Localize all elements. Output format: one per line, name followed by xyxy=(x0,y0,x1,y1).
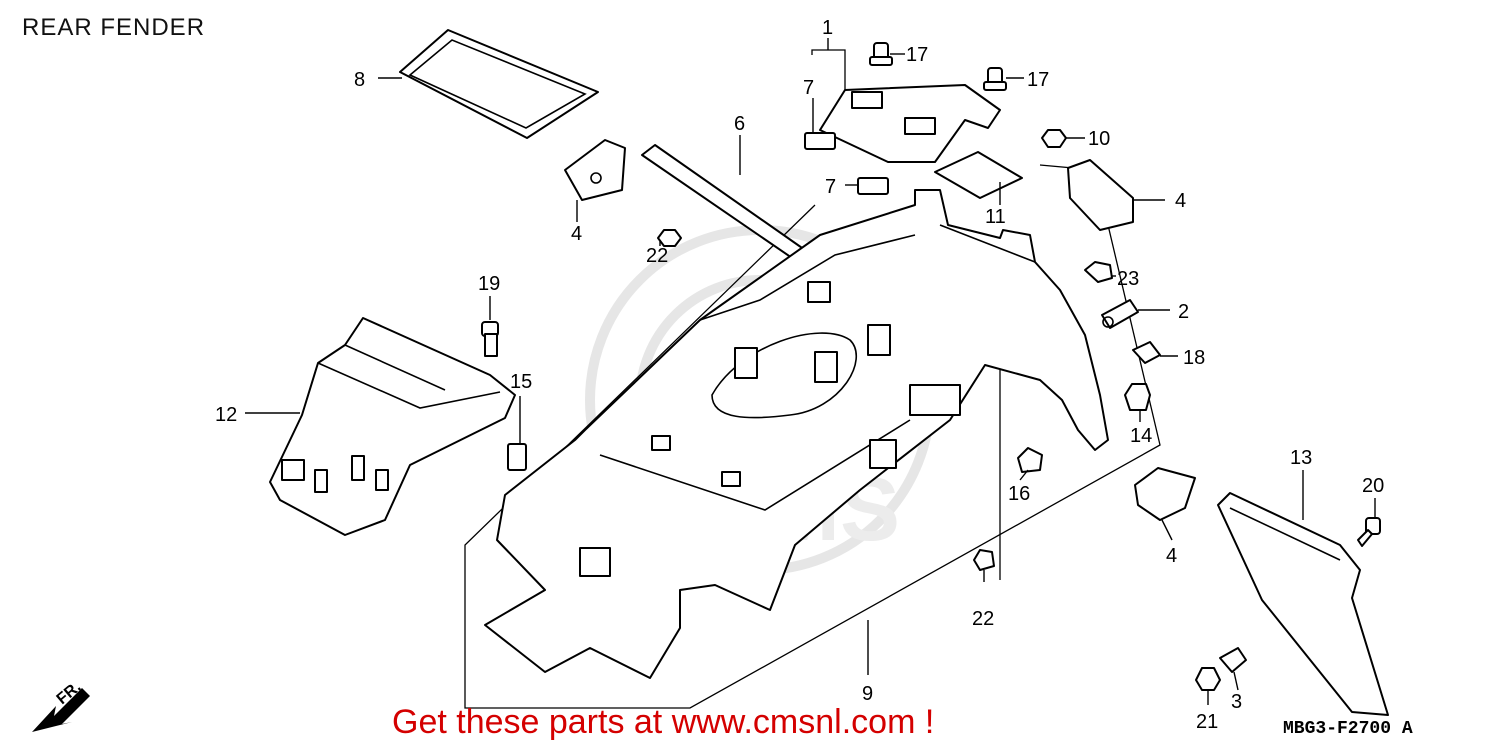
callout-19[interactable]: 19 xyxy=(478,273,500,295)
callout-12[interactable]: 12 xyxy=(215,404,237,426)
callout-16[interactable]: 16 xyxy=(1008,483,1030,505)
part-9-rear-fender[interactable] xyxy=(484,189,1109,679)
callout-6[interactable]: 6 xyxy=(734,113,745,135)
part-7-lower-pad[interactable] xyxy=(857,177,889,195)
callout-20[interactable]: 20 xyxy=(1362,475,1384,497)
part-8-mat[interactable] xyxy=(399,29,599,139)
callout-10[interactable]: 10 xyxy=(1088,128,1110,150)
part-10-nut[interactable] xyxy=(1041,129,1067,148)
drawing-code: MBG3-F2700 A xyxy=(1283,719,1413,739)
front-arrow-icon: FR. xyxy=(32,678,90,732)
part-7-upper-pad[interactable] xyxy=(804,132,836,150)
callout-11[interactable]: 11 xyxy=(985,206,1006,228)
part-18-clip[interactable] xyxy=(1132,341,1161,364)
part-14-nut[interactable] xyxy=(1124,383,1151,411)
callout-labels: 8 6 4 22 1 7 7 17 17 10 11 4 23 2 18 14 … xyxy=(215,17,1384,733)
callout-1[interactable]: 1 xyxy=(822,17,833,39)
part-4-right-reflector[interactable] xyxy=(1067,159,1134,231)
callout-22-top[interactable]: 22 xyxy=(646,245,668,267)
part-17-screw-a[interactable] xyxy=(869,42,893,66)
diagram-title: REAR FENDER xyxy=(22,14,206,41)
part-16-nut[interactable] xyxy=(1017,447,1043,473)
part-3-bolt[interactable] xyxy=(1219,647,1247,673)
callout-8[interactable]: 8 xyxy=(354,69,365,91)
part-2-clamp[interactable] xyxy=(1101,299,1139,329)
part-19-fastener[interactable] xyxy=(481,321,499,357)
callout-15[interactable]: 15 xyxy=(510,371,532,393)
leader-lines xyxy=(245,38,1376,705)
part-15-clip[interactable] xyxy=(507,443,527,471)
callout-14[interactable]: 14 xyxy=(1130,425,1152,447)
callout-17-b[interactable]: 17 xyxy=(1027,69,1049,91)
part-22-lower-nut[interactable] xyxy=(973,549,995,571)
callout-4-left[interactable]: 4 xyxy=(571,223,582,245)
part-21-nut[interactable] xyxy=(1195,667,1221,691)
promo-link[interactable]: Get these parts at www.cmsnl.com ! xyxy=(392,703,935,741)
callout-3[interactable]: 3 xyxy=(1231,691,1242,713)
callout-22-lower[interactable]: 22 xyxy=(972,608,994,630)
callout-7-lower[interactable]: 7 xyxy=(825,176,836,198)
callout-18[interactable]: 18 xyxy=(1183,347,1205,369)
part-4-left-reflector[interactable] xyxy=(564,139,626,201)
callout-4-lower[interactable]: 4 xyxy=(1166,545,1177,567)
part-13-splash-guard[interactable] xyxy=(1217,492,1389,716)
callout-9[interactable]: 9 xyxy=(862,683,873,705)
callout-7-upper[interactable]: 7 xyxy=(803,77,814,99)
part-20-screw[interactable] xyxy=(1357,517,1381,547)
part-1-bracket[interactable] xyxy=(819,84,1001,163)
callout-17-a[interactable]: 17 xyxy=(906,44,928,66)
callout-23[interactable]: 23 xyxy=(1117,268,1139,290)
callout-21[interactable]: 21 xyxy=(1196,711,1218,733)
part-11-pad[interactable] xyxy=(934,151,1023,199)
part-4-lower-reflector[interactable] xyxy=(1134,467,1196,521)
callout-13[interactable]: 13 xyxy=(1290,447,1312,469)
part-17-screw-b[interactable] xyxy=(983,67,1007,91)
part-23-bolt[interactable] xyxy=(1084,261,1113,283)
callout-4-right[interactable]: 4 xyxy=(1175,190,1186,212)
part-12-tray[interactable] xyxy=(269,317,516,536)
part-22-top-nut[interactable] xyxy=(657,229,682,247)
callout-2[interactable]: 2 xyxy=(1178,301,1189,323)
